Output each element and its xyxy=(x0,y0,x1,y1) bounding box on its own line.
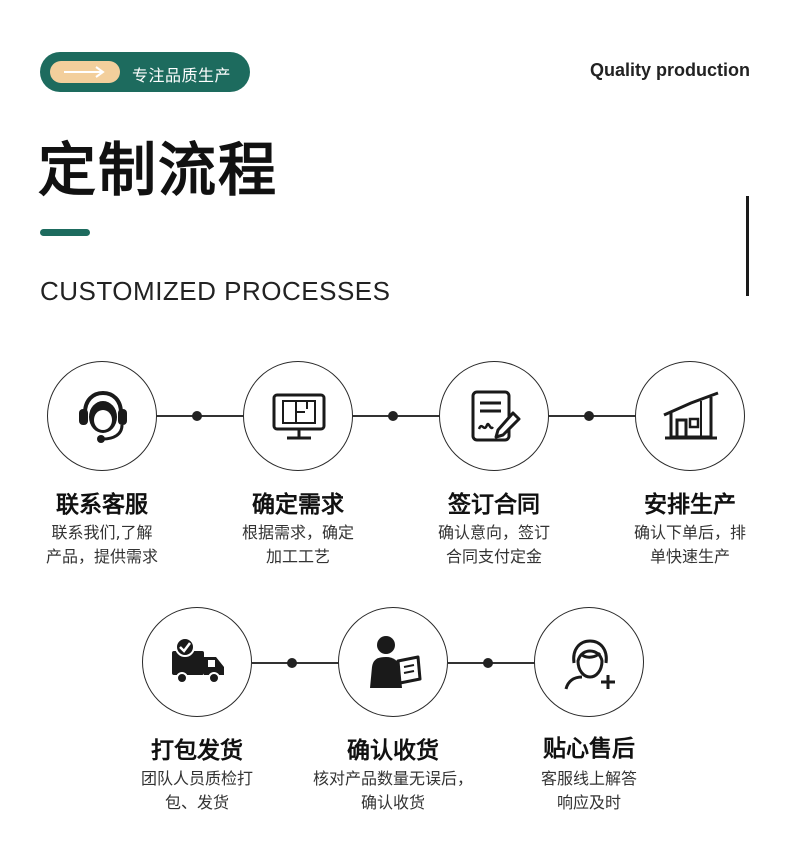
step-description: 团队人员质检打包、发货 xyxy=(140,769,253,812)
pill-label: 专注品质生产 xyxy=(132,66,232,85)
connector-dot xyxy=(287,658,297,668)
delivery-truck-icon xyxy=(172,637,224,684)
contract-sign-icon xyxy=(471,390,521,442)
tagline: Quality production xyxy=(590,60,750,80)
step-icon-circle xyxy=(243,361,353,471)
step-title: 安排生产 xyxy=(644,492,736,518)
connector-dot xyxy=(483,658,493,668)
step-title: 贴心售后 xyxy=(543,736,635,762)
tag-pill: 专注品质生产 xyxy=(40,52,250,92)
headset-icon xyxy=(79,390,127,443)
step-title: 联系客服 xyxy=(56,492,148,518)
step-icon-circle xyxy=(47,361,157,471)
step-icon-circle xyxy=(338,607,448,717)
factory-icon xyxy=(663,391,719,440)
title-underline xyxy=(40,229,90,236)
page-subtitle: CUSTOMIZED PROCESSES xyxy=(40,276,391,306)
step-title: 确认收货 xyxy=(347,738,439,764)
step-description: 核对产品数量无误后，确认收货 xyxy=(312,769,473,812)
page-title: 定制流程 xyxy=(38,136,279,204)
monitor-layout-icon xyxy=(272,393,326,440)
step-title: 签订合同 xyxy=(448,492,540,518)
connector-dot xyxy=(192,411,202,421)
step-description: 确认下单后，排单快速生产 xyxy=(633,523,746,566)
step-icon-circle xyxy=(534,607,644,717)
step-icon-circle xyxy=(635,361,745,471)
vertical-divider xyxy=(746,196,749,296)
step-title: 确定需求 xyxy=(252,492,344,518)
step-description: 根据需求，确定加工工艺 xyxy=(241,523,354,566)
step-icon-circle xyxy=(439,361,549,471)
step-description: 客服线上解答响应及时 xyxy=(540,769,637,812)
connector-dot xyxy=(584,411,594,421)
arrow-icon xyxy=(50,61,120,83)
connector-dot xyxy=(388,411,398,421)
step-icon-circle xyxy=(142,607,252,717)
step-title: 打包发货 xyxy=(151,738,243,764)
step-description: 确认意向，签订合同支付定金 xyxy=(437,523,550,566)
support-agent-icon xyxy=(564,639,615,690)
step-description: 联系我们,了解产品，提供需求 xyxy=(45,523,158,566)
person-checking-icon xyxy=(370,636,422,688)
